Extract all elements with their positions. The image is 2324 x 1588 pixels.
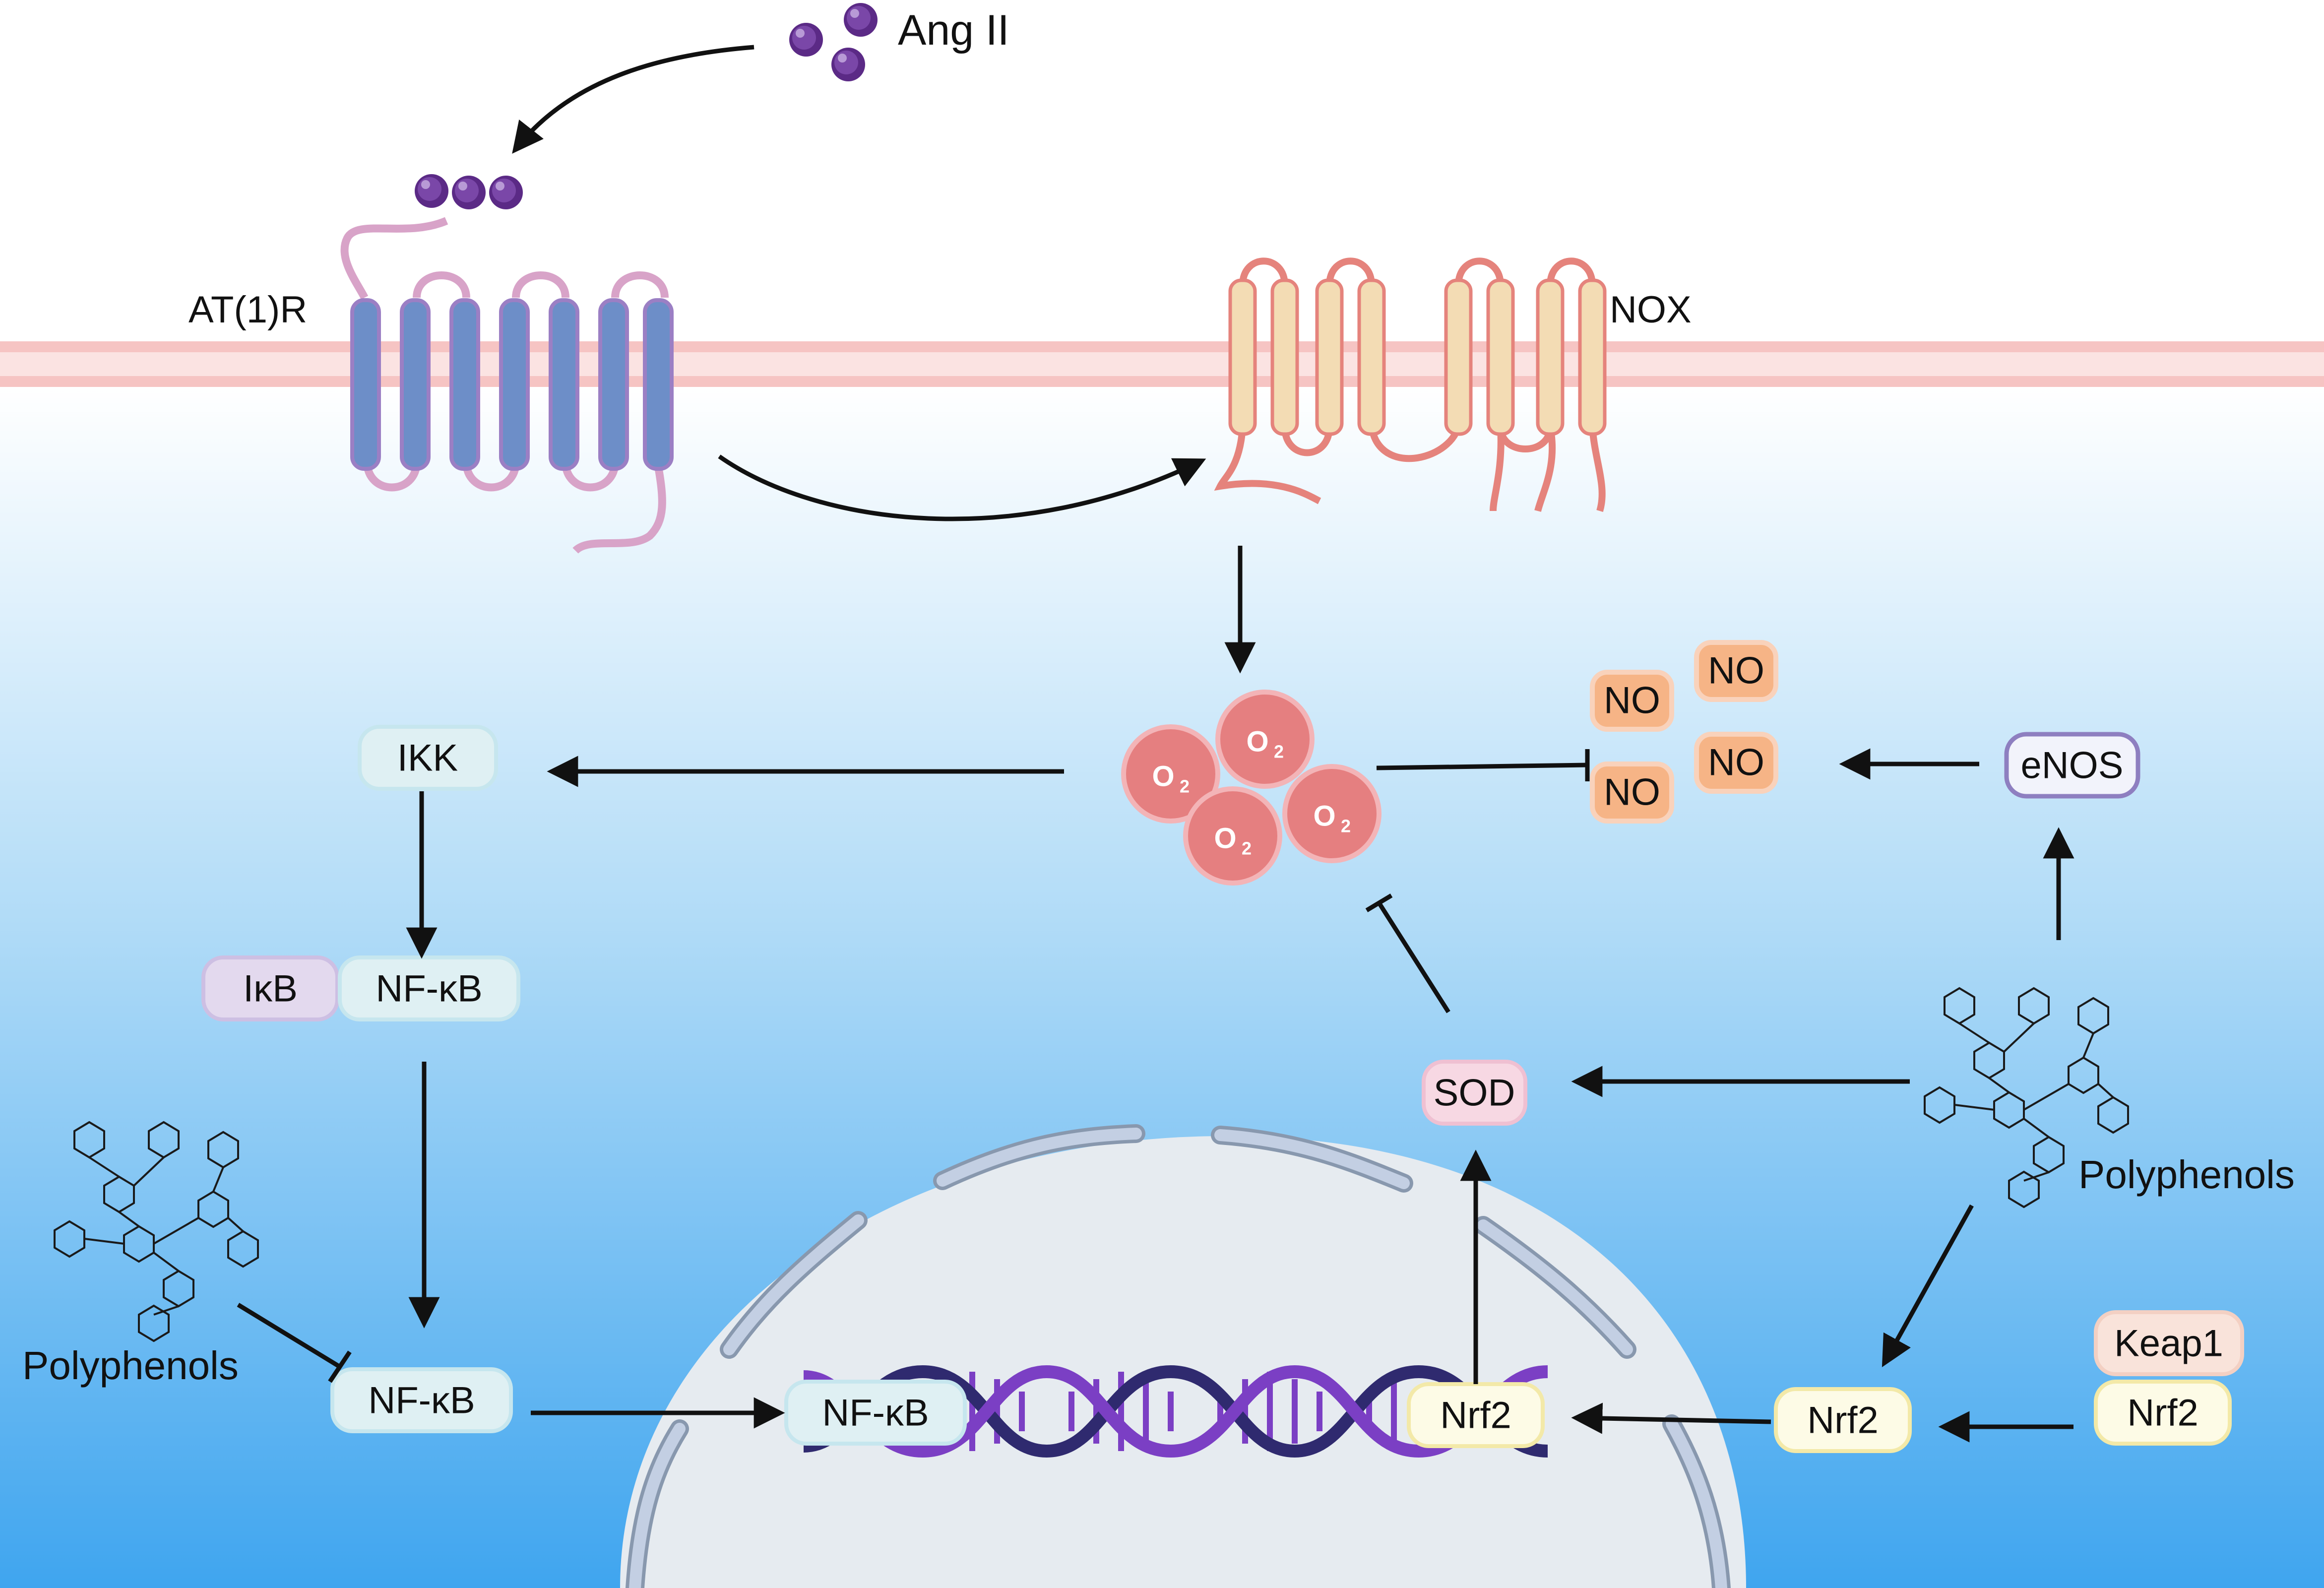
inhibit-o2-to-no xyxy=(1376,749,1590,781)
polyphenols-right-label: Polyphenols xyxy=(2078,1152,2295,1197)
enos-box: eNOS xyxy=(2004,732,2140,799)
svg-text:2: 2 xyxy=(1242,838,1252,859)
o2-molecule-1: O 2 xyxy=(1152,761,1190,797)
polyphenols-left-label: Polyphenols xyxy=(22,1343,239,1388)
svg-text:O: O xyxy=(1152,761,1174,793)
arrow-nrf2-to-dna xyxy=(1571,1402,1771,1434)
nfkb-dna-box: NF-κB xyxy=(784,1380,967,1446)
nfkb-cytoplasm-box: NF-κB xyxy=(330,1367,513,1433)
arrow-at1r-to-nox xyxy=(718,454,1206,521)
ang2-molecules: Ang II xyxy=(789,3,1009,81)
nucleus xyxy=(620,1124,1746,1588)
svg-text:NF-κB: NF-κB xyxy=(822,1392,929,1434)
svg-text:NF-κB: NF-κB xyxy=(368,1380,475,1422)
svg-text:NO: NO xyxy=(1604,680,1660,722)
o2-molecule-4: O 2 xyxy=(1313,800,1351,836)
cell-membrane xyxy=(0,341,2324,387)
svg-text:Nrf2: Nrf2 xyxy=(1440,1395,1511,1437)
arrow-ang2-to-receptor xyxy=(512,45,754,154)
svg-text:2: 2 xyxy=(1274,742,1284,762)
svg-text:IκB: IκB xyxy=(243,968,298,1010)
svg-text:NO: NO xyxy=(1604,771,1660,814)
arrows xyxy=(406,45,2074,1443)
ikb-box: IκB xyxy=(201,955,339,1021)
svg-text:NO: NO xyxy=(1708,742,1764,784)
svg-text:Keap1: Keap1 xyxy=(2114,1323,2223,1365)
inhibit-polyphenols-to-nfkb xyxy=(237,1303,352,1383)
svg-text:Nrf2: Nrf2 xyxy=(2127,1392,2198,1434)
extracellular-space xyxy=(0,0,2324,387)
nox-label: NOX xyxy=(1610,289,1692,331)
svg-text:2: 2 xyxy=(1341,816,1351,836)
at1r-receptor: AT(1)R xyxy=(188,217,674,554)
dna-helix xyxy=(803,1365,1548,1458)
superoxide-cluster: O 2 O 2 O 2 O 2 xyxy=(1121,690,1382,886)
at1r-label: AT(1)R xyxy=(188,289,307,331)
nrf2-keap1-box: Nrf2 xyxy=(2094,1380,2232,1446)
ang2-bound xyxy=(415,174,523,209)
polyphenol-structure-left xyxy=(54,1121,259,1342)
no-molecule-3: NO xyxy=(1694,732,1778,794)
o2-molecule-2: O 2 xyxy=(1246,726,1284,762)
svg-text:Nrf2: Nrf2 xyxy=(1807,1399,1879,1442)
svg-text:NF-κB: NF-κB xyxy=(376,968,482,1010)
svg-text:SOD: SOD xyxy=(1434,1072,1515,1114)
ikk-box: IKK xyxy=(358,725,498,791)
nfkb-complex-box: NF-κB xyxy=(338,955,520,1021)
svg-text:2: 2 xyxy=(1180,776,1190,797)
o2-molecule-3: O 2 xyxy=(1214,823,1252,859)
svg-text:NO: NO xyxy=(1708,650,1764,692)
nox-enzyme: NOX xyxy=(1214,257,1692,512)
no-molecule-2: NO xyxy=(1694,640,1778,702)
polyphenol-structure-right xyxy=(1924,987,2129,1208)
nrf2-cytoplasm-box: Nrf2 xyxy=(1774,1387,1912,1453)
inhibitions xyxy=(237,749,1590,1383)
sod-box: SOD xyxy=(1422,1060,1527,1126)
svg-text:O: O xyxy=(1214,823,1236,855)
keap1-box: Keap1 xyxy=(2094,1310,2244,1376)
svg-text:IKK: IKK xyxy=(397,737,458,779)
ang2-label: Ang II xyxy=(898,6,1009,54)
no-molecule-1: NO xyxy=(1590,670,1674,732)
inhibit-sod-to-o2 xyxy=(1365,893,1450,1014)
no-molecules: NO NO NO NO xyxy=(1590,640,1778,824)
svg-text:O: O xyxy=(1313,800,1335,832)
svg-text:eNOS: eNOS xyxy=(2021,745,2124,787)
nrf2-dna-box: Nrf2 xyxy=(1407,1382,1545,1448)
arrow-polyphenols-to-nrf2 xyxy=(1882,1204,1974,1368)
no-molecule-4: NO xyxy=(1590,762,1674,824)
svg-text:O: O xyxy=(1246,726,1268,758)
